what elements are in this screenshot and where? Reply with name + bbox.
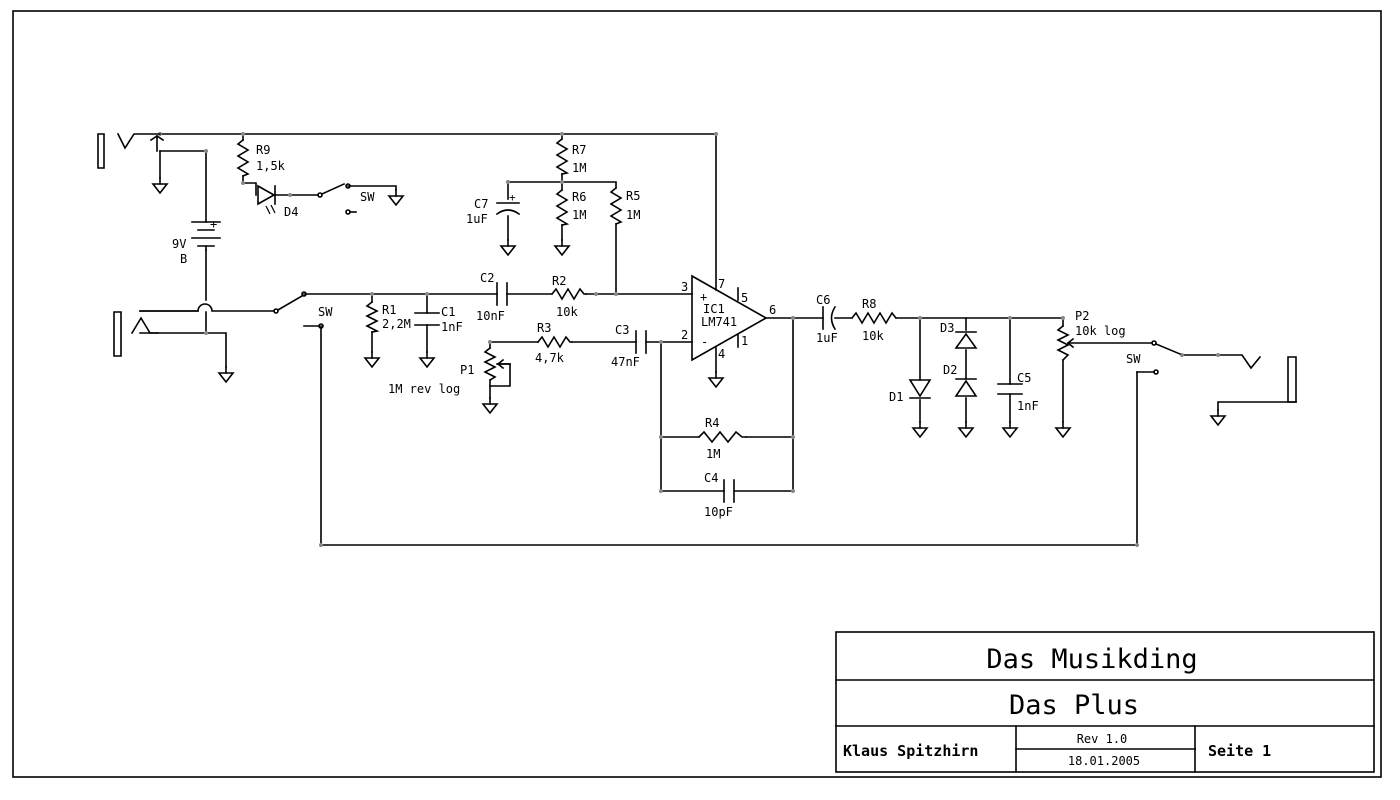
r6-value: 1M [572, 208, 586, 222]
ic1-plus: + [700, 290, 707, 304]
sheet-number: Seite 1 [1208, 742, 1271, 760]
capacitor-c6: C6 1uF [816, 293, 838, 345]
resistor-r6: R6 1M [554, 188, 586, 256]
capacitor-c2: C2 10nF [476, 271, 508, 323]
resistor-r8: R8 10k [850, 297, 898, 343]
switch-led-label: SW [360, 190, 375, 204]
r3-ref: R3 [537, 321, 551, 335]
c4-value: 10pF [704, 505, 733, 519]
capacitor-c3: C3 47nF [611, 323, 647, 369]
c5-ref: C5 [1017, 371, 1031, 385]
battery-voltage: 9V [172, 237, 186, 251]
output-jack [1210, 356, 1297, 426]
r4-value: 1M [706, 447, 720, 461]
r8-value: 10k [862, 329, 884, 343]
led-d4: D4 [257, 184, 298, 219]
revision-date: 18.01.2005 [1068, 754, 1140, 768]
r3-value: 4,7k [535, 351, 565, 365]
potentiometer-p2: P2 10k log [1055, 309, 1126, 438]
sheet-border [12, 10, 1382, 778]
wires [139, 133, 1297, 546]
c3-value: 47nF [611, 355, 640, 369]
r5-value: 1M [626, 208, 640, 222]
d3-ref: D3 [940, 321, 954, 335]
c7-polarity: + [509, 191, 516, 204]
battery-9v: + 9V B [172, 217, 221, 266]
diode-d2: D2 [943, 363, 978, 438]
ic1-pin-4: 4 [718, 347, 725, 361]
resistor-r7: R7 1M [555, 137, 586, 175]
diode-d1: D1 [889, 379, 932, 438]
project-name: Das Musikding [986, 644, 1197, 675]
switch-input: SW [273, 291, 333, 329]
r8-ref: R8 [862, 297, 876, 311]
resistor-r9: R9 1,5k [236, 138, 286, 178]
c4-ref: C4 [704, 471, 718, 485]
r1-value: 2,2M [382, 317, 411, 331]
c6-value: 1uF [816, 331, 838, 345]
r7-value: 1M [572, 161, 586, 175]
drawing-title: Das Plus [1009, 690, 1139, 721]
battery-ref: B [180, 252, 187, 266]
ic1-pin-6: 6 [769, 303, 776, 317]
r9-ref: R9 [256, 143, 270, 157]
r7-ref: R7 [572, 143, 586, 157]
switch-output: SW [1126, 340, 1182, 375]
ic1-pin-1: 1 [741, 334, 748, 348]
resistor-r1: R1 2,2M [364, 300, 411, 368]
d2-ref: D2 [943, 363, 957, 377]
r1-ref: R1 [382, 303, 396, 317]
r2-value: 10k [556, 305, 578, 319]
ic1-pin-7: 7 [718, 277, 725, 291]
c5-value: 1nF [1017, 399, 1039, 413]
r9-value: 1,5k [256, 159, 286, 173]
d4-ref: D4 [284, 205, 298, 219]
r2-ref: R2 [552, 274, 566, 288]
switch-led: SW [317, 182, 404, 215]
switch-input-label: SW [318, 305, 333, 319]
c7-value: 1uF [466, 212, 488, 226]
resistor-r5: R5 1M [609, 186, 640, 226]
c6-ref: C6 [816, 293, 830, 307]
diode-d3: D3 [940, 321, 978, 349]
author-name: Klaus Spitzhirn [843, 742, 978, 760]
resistor-r3: R3 4,7k [535, 321, 573, 365]
p2-ref: P2 [1075, 309, 1089, 323]
switch-output-label: SW [1126, 352, 1141, 366]
capacitor-c4: C4 10pF [704, 471, 735, 519]
c3-ref: C3 [615, 323, 629, 337]
input-jack-top [97, 132, 168, 194]
resistor-r2: R2 10k [550, 274, 587, 319]
c1-ref: C1 [441, 305, 455, 319]
ic1-pin-5: 5 [741, 291, 748, 305]
input-jack-left [113, 310, 234, 383]
battery-polarity: + [210, 217, 217, 231]
potentiometer-p1: P1 1M rev log [388, 346, 511, 414]
c1-value: 1nF [441, 320, 463, 334]
ic1-ref: IC1 [703, 302, 725, 316]
c2-ref: C2 [480, 271, 494, 285]
ic1-pin-2: 2 [681, 328, 688, 342]
title-block: Das Musikding Das Plus Klaus Spitzhirn R… [835, 631, 1375, 773]
ic1-value: LM741 [701, 315, 737, 329]
junction-nodes [158, 132, 1220, 547]
c2-value: 10nF [476, 309, 505, 323]
opamp-ic1: 7 5 3 6 2 1 4 + - IC1 LM741 [681, 274, 776, 388]
revision-label: Rev 1.0 [1077, 732, 1128, 746]
r6-ref: R6 [572, 190, 586, 204]
resistor-r4: R4 1M [697, 416, 747, 461]
p1-value: 1M rev log [388, 382, 460, 396]
ic1-minus: - [701, 335, 708, 349]
r4-ref: R4 [705, 416, 719, 430]
r5-ref: R5 [626, 189, 640, 203]
p1-ref: P1 [460, 363, 474, 377]
capacitor-c7: + C7 1uF [466, 191, 521, 256]
ic1-pin-3: 3 [681, 280, 688, 294]
c7-ref: C7 [474, 197, 488, 211]
capacitor-c5: C5 1nF [997, 371, 1039, 438]
p2-value: 10k log [1075, 324, 1126, 338]
capacitor-c1: C1 1nF [414, 305, 463, 368]
d1-ref: D1 [889, 390, 903, 404]
